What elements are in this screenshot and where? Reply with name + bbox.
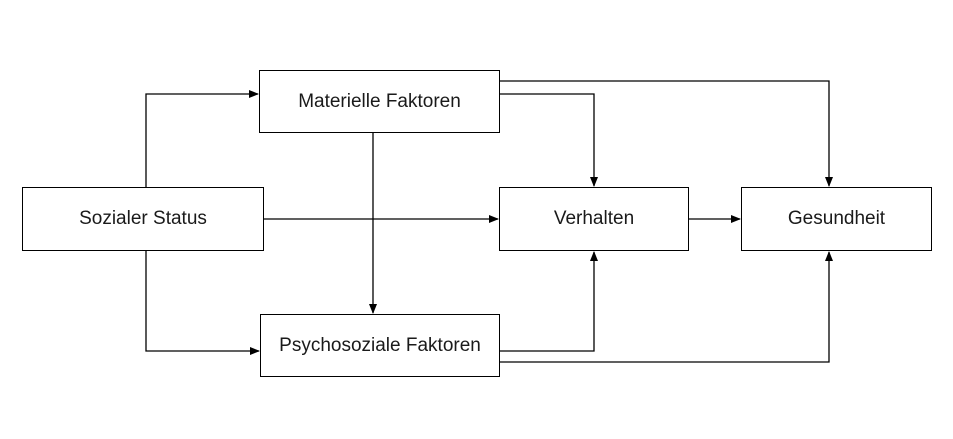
node-label: Materielle Faktoren	[298, 90, 461, 112]
node-label: Psychosoziale Faktoren	[279, 334, 481, 356]
node-label: Sozialer Status	[79, 208, 207, 229]
node-gesundheit: Gesundheit	[741, 187, 932, 251]
edge-status-to-material	[145, 90, 259, 187]
edge-status-to-psycho	[145, 251, 260, 355]
node-psychosoziale-faktoren: Psychosoziale Faktoren	[260, 314, 500, 377]
node-materielle-faktoren: Materielle Faktoren	[259, 70, 500, 133]
node-label: Verhalten	[553, 208, 635, 229]
edge-psycho-to-health	[500, 251, 833, 363]
node-label: Gesundheit	[787, 208, 886, 229]
node-verhalten: Verhalten	[499, 187, 689, 251]
edge-material-to-behavior	[500, 93, 598, 187]
node-sozialer-status: Sozialer Status	[22, 187, 264, 251]
edge-psycho-to-behavior	[500, 251, 598, 352]
edge-material-to-health	[500, 80, 833, 187]
